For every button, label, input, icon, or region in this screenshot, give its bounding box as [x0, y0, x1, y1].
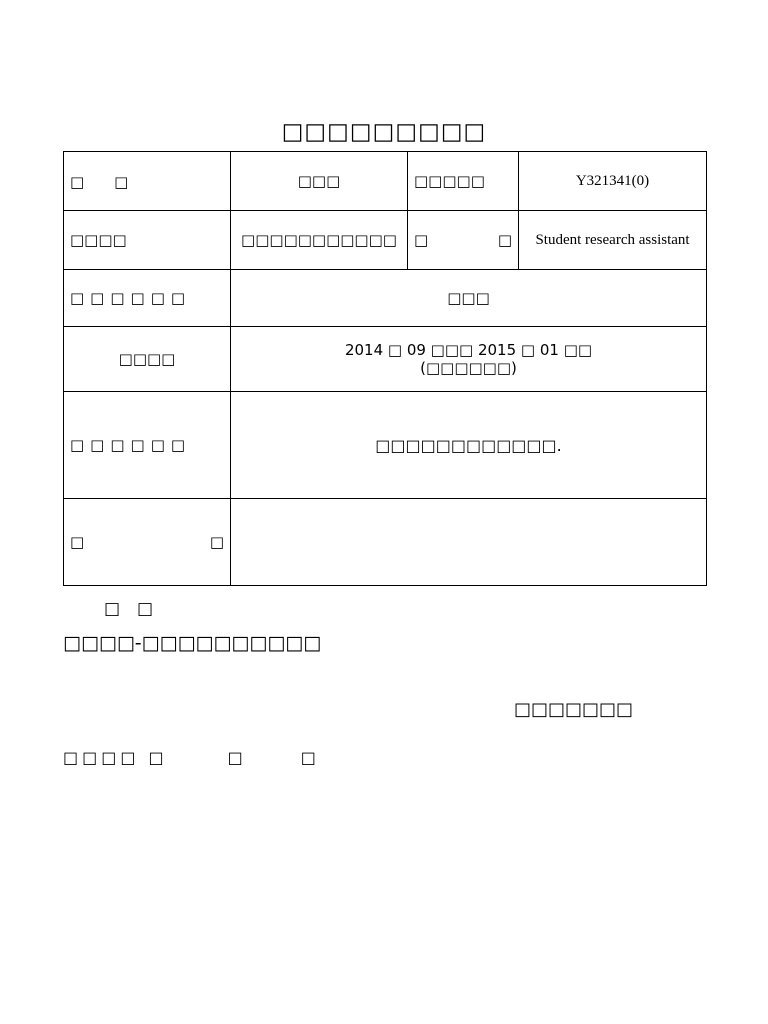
supervisor-value: □□□: [230, 269, 707, 327]
signature-line: □□□□ □ □ □: [63, 748, 316, 767]
table-row: □□□□ □□□□□□□□□□□ □ □ Student research as…: [63, 210, 707, 270]
duties-value: □□□□□□□□□□□□.: [230, 391, 707, 499]
period-note: (□□□□□□): [420, 359, 517, 377]
department-label: □□□□: [63, 210, 231, 270]
position-value: Student research assistant: [518, 210, 707, 270]
remarks-value: [230, 498, 707, 586]
supervisor-label: □□□□□□: [63, 269, 231, 327]
name-value: □□□: [230, 151, 408, 211]
info-table: □ □ □□□ □□□□□ Y321341(0) □□□□ □□□□□□□□□□…: [63, 151, 707, 586]
sign-label: □□□□ □: [63, 748, 168, 767]
remarks-label-right: □: [209, 533, 224, 551]
table-row: □□□□□□ □□□□□□□□□□□□.: [63, 391, 707, 499]
remarks-label: □ □: [63, 498, 231, 586]
table-row: □ □ □□□ □□□□□ Y321341(0): [63, 151, 707, 211]
sign-mid: □: [227, 748, 243, 767]
after-table-text: □ □: [104, 599, 154, 619]
id-label: □□□□□: [407, 151, 519, 211]
position-label-right: □: [497, 231, 512, 249]
table-row: □□□□ 2014 □ 09 □□□ 2015 □ 01 □□ (□□□□□□): [63, 326, 707, 392]
period-dates: 2014 □ 09 □□□ 2015 □ 01 □□: [344, 341, 593, 359]
position-label: □ □: [407, 210, 519, 270]
period-value: 2014 □ 09 □□□ 2015 □ 01 □□ (□□□□□□): [230, 326, 707, 392]
remarks-label-left: □: [70, 533, 85, 551]
name-label: □ □: [63, 151, 231, 211]
document-title: □□□□□□□□□: [281, 119, 487, 145]
sign-end: □: [300, 748, 316, 767]
table-row: □□□□□□ □□□: [63, 269, 707, 327]
period-label: □□□□: [63, 326, 231, 392]
department-value: □□□□□□□□□□□: [230, 210, 408, 270]
company-name: □□□□-□□□□□□□□□□: [63, 632, 322, 654]
company-seal-label: □□□□□□□: [514, 699, 634, 720]
position-label-left: □: [414, 231, 429, 249]
id-value: Y321341(0): [518, 151, 707, 211]
table-row: □ □: [63, 498, 707, 586]
duties-label: □□□□□□: [63, 391, 231, 499]
